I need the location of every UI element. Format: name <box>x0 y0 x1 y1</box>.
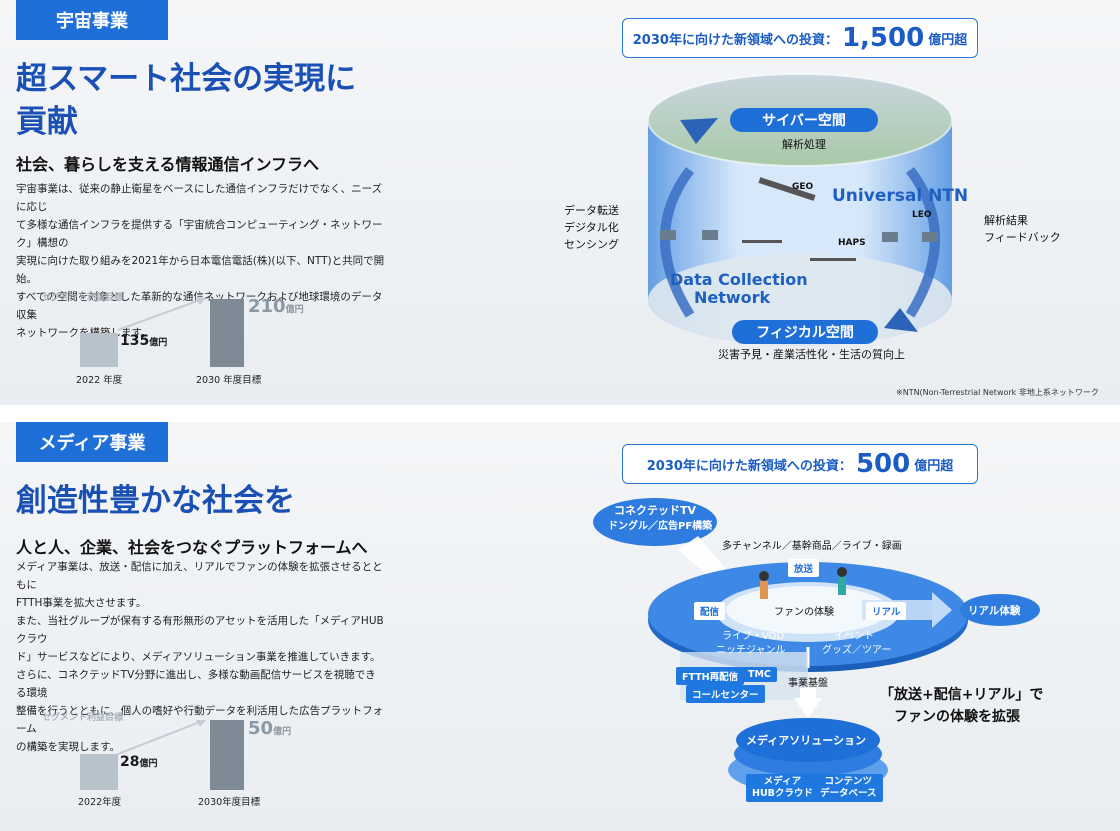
broadcast-chip: 放送 <box>788 559 820 577</box>
tmc-chip: TMC <box>742 667 777 682</box>
space-business-section: 宇宙事業 超スマート社会の実現に 貢献 社会、暮らしを支える情報通信インフラへ … <box>0 0 1120 405</box>
physical-space-sub: 災害予見・産業活性化・生活の質向上 <box>718 348 905 361</box>
live-vod-label-2: ニッチジャンル <box>716 645 786 656</box>
haps-label: HAPS <box>838 238 866 248</box>
cylinder-diagram <box>647 73 953 346</box>
media-business-section: メディア事業 創造性豊かな社会を 人と人、企業、社会をつなぐプラットフォームへ … <box>0 422 1120 831</box>
headline: 創造性豊かな社会を <box>16 483 295 519</box>
investment-prefix: 2030年に向けた新領域への投資： <box>646 458 852 474</box>
universal-ntn-label: Universal NTN <box>832 186 969 206</box>
body-text: メディア事業は、放送・配信に加え、リアルでファンの体験を拡張させるとともに FT… <box>16 558 386 756</box>
trend-arrow <box>117 298 206 331</box>
bar-2022-value: 135億円 <box>120 333 168 349</box>
investment-prefix: 2030年に向けた新領域への投資： <box>632 32 838 48</box>
left-annotation-2: デジタル化 <box>564 221 619 234</box>
media-diagram <box>593 498 1040 794</box>
bar-2022-value: 28億円 <box>120 754 158 770</box>
dcn-label-2: Network <box>694 288 771 307</box>
left-annotation-3: センシング <box>564 238 619 251</box>
subheading: 社会、暮らしを支える情報通信インフラへ <box>16 155 320 174</box>
physical-space-label: フィジカル空間 <box>732 320 878 344</box>
body-line: 宇宙事業は、従来の静止衛星をベースにした通信インフラだけでなく、ニーズに応じ <box>16 183 383 213</box>
body-line: ド」サービスなどにより、メディアソリューション事業を推進していきます。 <box>16 651 381 663</box>
investment-unit: 億円超 <box>928 32 968 48</box>
investment-box: 2030年に向けた新領域への投資： 1,500 億円超 <box>622 18 978 58</box>
trend-arrow <box>117 720 206 755</box>
connected-tv-label-2: ドングル／広告PF構築 <box>608 521 713 532</box>
live-vod-label-1: ライブ・VOD <box>722 631 785 642</box>
ftth-chip: FTTH再配信 <box>676 667 745 685</box>
investment-amount: 1,500 <box>841 23 925 53</box>
bar-2022 <box>80 333 118 367</box>
cyber-space-label: サイバー空間 <box>730 108 878 132</box>
call-center-chip: コールセンター <box>686 685 765 703</box>
bar-2030 <box>210 299 244 367</box>
media-solution-label: メディアソリューション <box>746 734 867 747</box>
headline-line-2: 貢献 <box>16 104 78 140</box>
body-line: FTTH事業を拡大させます。 <box>16 597 147 609</box>
subheading: 人と人、企業、社会をつなぐプラットフォームへ <box>16 538 368 557</box>
body-line: すべての空間を対象とした革新的な通信ネットワークおよび地球環境のデータ収集 <box>16 291 383 321</box>
dcn-label-1: Data Collection <box>670 270 808 289</box>
body-line: の構築を実現します。 <box>16 741 120 753</box>
bar-2030-category: 2030 年度目標 <box>196 375 262 386</box>
body-line: メディア事業は、放送・配信に加え、リアルでファンの体験を拡張させるとともに <box>16 561 383 591</box>
body-line: 整備を行うとともに、個人の嗜好や行動データを利活用した広告プラットフォーム <box>16 705 384 735</box>
right-annotation-2: フィードバック <box>984 231 1061 244</box>
bar-2030 <box>210 720 244 790</box>
geo-label: GEO <box>792 182 814 192</box>
connected-tv-label-1: コネクテッドTV <box>614 504 697 517</box>
bar-2022-category: 2022年度 <box>78 797 122 808</box>
business-base-label: 事業基盤 <box>788 678 828 689</box>
left-annotation-1: データ転送 <box>564 204 619 217</box>
body-line: て多様な通信インフラを提供する「宇宙統合コンピューティング・ネットワーク」構想の <box>16 219 383 249</box>
bar-2022 <box>80 754 118 790</box>
bar-2030-value: 210億円 <box>248 296 304 317</box>
footnote: ※NTN(Non-Terrestrial Network 非地上系ネットワーク <box>896 388 1099 397</box>
body-line: 実現に向けた取り組みを2021年から日本電信電話(株)(以下、NTT)と共同で開… <box>16 255 385 285</box>
leo-label: LEO <box>912 210 932 220</box>
bar-2030-value: 50億円 <box>248 718 292 739</box>
tagline-2: ファンの体験を拡張 <box>894 709 1020 725</box>
right-annotation-1: 解析結果 <box>984 214 1028 227</box>
investment-box: 2030年に向けた新領域への投資： 500 億円超 <box>622 444 978 484</box>
content-db-chip: コンテンツデータベース <box>814 774 883 802</box>
fan-experience-label: ファンの体験 <box>774 607 834 618</box>
cyber-space-sub: 解析処理 <box>782 138 826 151</box>
bar-2022-category: 2022 年度 <box>76 375 123 386</box>
event-label-2: グッズ／ツアー <box>822 645 892 656</box>
headline-line-1: 超スマート社会の実現に <box>16 61 357 97</box>
investment-unit: 億円超 <box>914 458 954 474</box>
section-tag: 宇宙事業 <box>16 0 168 40</box>
segment-label: セグメント利益目標 <box>42 293 124 303</box>
segment-label: セグメント利益目標 <box>42 713 124 723</box>
body-line: さらに、コネクテッドTV分野に進出し、多様な動画配信サービスを視聴できる環境 <box>16 669 376 699</box>
tagline-1: 「放送+配信+リアル」で <box>880 687 1044 703</box>
top-caption: 多チャンネル／基幹商品／ライブ・録画 <box>722 541 902 552</box>
real-experience-label: リアル体験 <box>968 605 1021 617</box>
real-chip: リアル <box>866 602 907 620</box>
segment-profit-chart: セグメント利益目標 135億円 210億円 2022 年度 2030 年度目標 <box>0 290 330 390</box>
investment-amount: 500 <box>855 449 911 479</box>
distribution-chip: 配信 <box>694 602 726 620</box>
event-label-1: イベント <box>834 631 874 642</box>
segment-profit-chart: セグメント利益目標 28億円 50億円 2022年度 2030年度目標 <box>0 710 330 810</box>
section-tag: メディア事業 <box>16 422 168 462</box>
body-line: また、当社グループが保有する有形無形のアセットを活用した「メディアHUBクラウ <box>16 615 384 645</box>
bar-2030-category: 2030年度目標 <box>198 797 261 808</box>
